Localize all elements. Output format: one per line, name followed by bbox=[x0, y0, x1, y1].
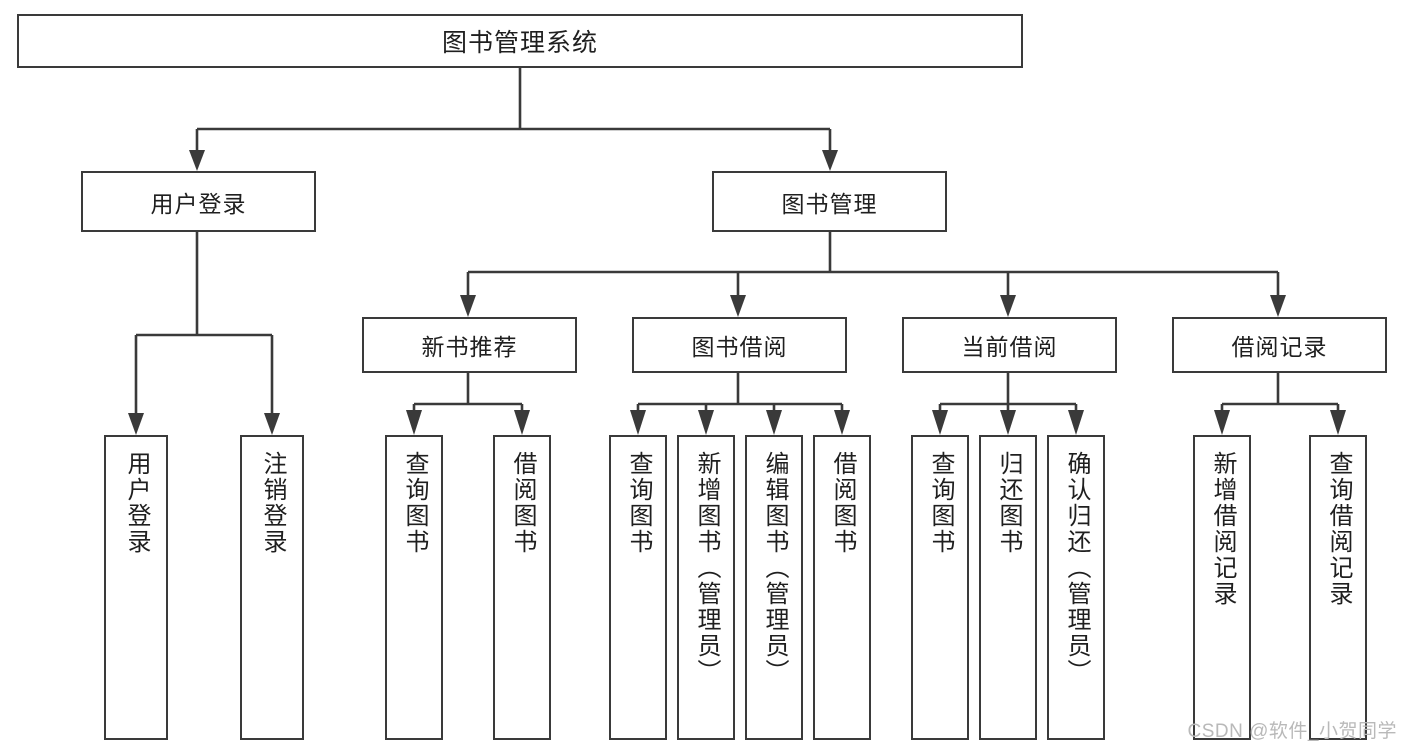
arrowhead-borrow-record bbox=[1270, 295, 1286, 317]
leaf-book-borrow-query-book[interactable]: 查询图书 bbox=[609, 435, 667, 740]
watermark: CSDN @软件_小贺同学 bbox=[1187, 721, 1397, 742]
arrowhead-book-mgmt bbox=[822, 150, 838, 171]
node-user-login[interactable]: 用户登录 bbox=[81, 171, 316, 232]
leaf-user-login-logout[interactable]: 注销登录 bbox=[240, 435, 304, 740]
leaf-label: 注销登录 bbox=[258, 451, 286, 555]
node-label: 当前借阅 bbox=[961, 334, 1058, 360]
arrowhead-user-login-leaf2 bbox=[264, 413, 280, 435]
node-current-borrow[interactable]: 当前借阅 bbox=[902, 317, 1117, 373]
arrowhead-current-borrow-leaf2 bbox=[1000, 410, 1016, 435]
leaf-current-borrow-return-book[interactable]: 归还图书 bbox=[979, 435, 1037, 740]
leaf-borrow-record-add-record[interactable]: 新增借阅记录 bbox=[1193, 435, 1251, 740]
arrowhead-user-login bbox=[189, 150, 205, 171]
leaf-current-borrow-confirm-return-admin[interactable]: 确认归还（管理员） bbox=[1047, 435, 1105, 740]
node-label: 图书管理 bbox=[781, 190, 878, 217]
node-label: 用户登录 bbox=[150, 190, 247, 217]
arrowhead-new-book-leaf1 bbox=[406, 410, 422, 435]
leaf-label: 归还图书 bbox=[994, 451, 1022, 555]
arrowhead-borrow-record-leaf2 bbox=[1330, 410, 1346, 435]
arrowhead-borrow-record-leaf1 bbox=[1214, 410, 1230, 435]
arrowhead-book-borrow-leaf3 bbox=[766, 410, 782, 435]
arrowhead-current-borrow bbox=[1000, 295, 1016, 317]
leaf-label: 编辑图书（管理员） bbox=[760, 451, 788, 685]
leaf-borrow-record-query-record[interactable]: 查询借阅记录 bbox=[1309, 435, 1367, 740]
arrowhead-user-login-leaf1 bbox=[128, 413, 144, 435]
leaf-label: 查询图书 bbox=[400, 451, 428, 555]
arrowhead-book-borrow-leaf1 bbox=[630, 410, 646, 435]
leaf-book-borrow-edit-book-admin[interactable]: 编辑图书（管理员） bbox=[745, 435, 803, 740]
leaf-label: 确认归还（管理员） bbox=[1062, 451, 1090, 685]
leaf-label: 借阅图书 bbox=[508, 451, 536, 555]
arrowhead-new-book-leaf2 bbox=[514, 410, 530, 435]
leaf-book-borrow-add-book-admin[interactable]: 新增图书（管理员） bbox=[677, 435, 735, 740]
node-label: 图书管理系统 bbox=[441, 29, 598, 57]
leaf-label: 查询图书 bbox=[624, 451, 652, 555]
node-label: 新书推荐 bbox=[421, 334, 518, 360]
node-label: 借阅记录 bbox=[1231, 334, 1328, 360]
leaf-label: 借阅图书 bbox=[828, 451, 856, 555]
leaf-current-borrow-query-book[interactable]: 查询图书 bbox=[911, 435, 969, 740]
leaf-label: 查询借阅记录 bbox=[1324, 451, 1352, 607]
leaf-label: 查询图书 bbox=[926, 451, 954, 555]
leaf-new-book-query-book[interactable]: 查询图书 bbox=[385, 435, 443, 740]
leaf-label: 新增借阅记录 bbox=[1208, 451, 1236, 607]
leaf-label: 用户登录 bbox=[122, 451, 150, 555]
leaf-new-book-borrow-book[interactable]: 借阅图书 bbox=[493, 435, 551, 740]
arrowhead-book-borrow bbox=[730, 295, 746, 317]
leaf-book-borrow-borrow-book[interactable]: 借阅图书 bbox=[813, 435, 871, 740]
leaf-user-login-login[interactable]: 用户登录 bbox=[104, 435, 168, 740]
node-borrow-record[interactable]: 借阅记录 bbox=[1172, 317, 1387, 373]
arrowhead-current-borrow-leaf1 bbox=[932, 410, 948, 435]
node-book-borrow[interactable]: 图书借阅 bbox=[632, 317, 847, 373]
node-book-management[interactable]: 图书管理 bbox=[712, 171, 947, 232]
node-root-book-management-system[interactable]: 图书管理系统 bbox=[17, 14, 1023, 68]
arrowhead-book-borrow-leaf2 bbox=[698, 410, 714, 435]
leaf-label: 新增图书（管理员） bbox=[692, 451, 720, 685]
node-label: 图书借阅 bbox=[691, 334, 788, 360]
node-new-book-recommend[interactable]: 新书推荐 bbox=[362, 317, 577, 373]
arrowhead-book-borrow-leaf4 bbox=[834, 410, 850, 435]
arrowhead-current-borrow-leaf3 bbox=[1068, 410, 1084, 435]
arrowhead-new-book bbox=[460, 295, 476, 317]
